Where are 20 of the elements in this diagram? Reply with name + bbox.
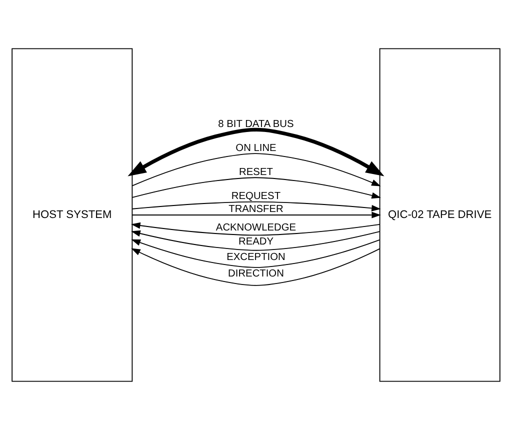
node-box: HOST SYSTEM [12, 48, 133, 382]
arrow [132, 177, 381, 199]
arrow [131, 222, 380, 236]
node-box: QIC-02 TAPE DRIVE [379, 48, 500, 382]
arrow [131, 248, 380, 286]
arrow [128, 128, 384, 176]
edge-label: RESET [239, 167, 273, 178]
edge-label: ON LINE [236, 143, 276, 154]
edge-label: EXCEPTION [226, 252, 286, 264]
arrow [132, 153, 381, 186]
arrow [131, 239, 380, 268]
arrow [132, 201, 381, 212]
edge-label: TRANSFER [228, 204, 284, 216]
edge-label: READY [238, 236, 274, 248]
edge-label: 8 BIT DATA BUS [218, 119, 294, 130]
edge-label: ACKNOWLEDGE [216, 222, 296, 234]
arrow [132, 212, 381, 218]
edge-label: REQUEST [231, 191, 281, 202]
arrow [131, 230, 380, 251]
edge-label: DIRECTION [228, 268, 284, 280]
